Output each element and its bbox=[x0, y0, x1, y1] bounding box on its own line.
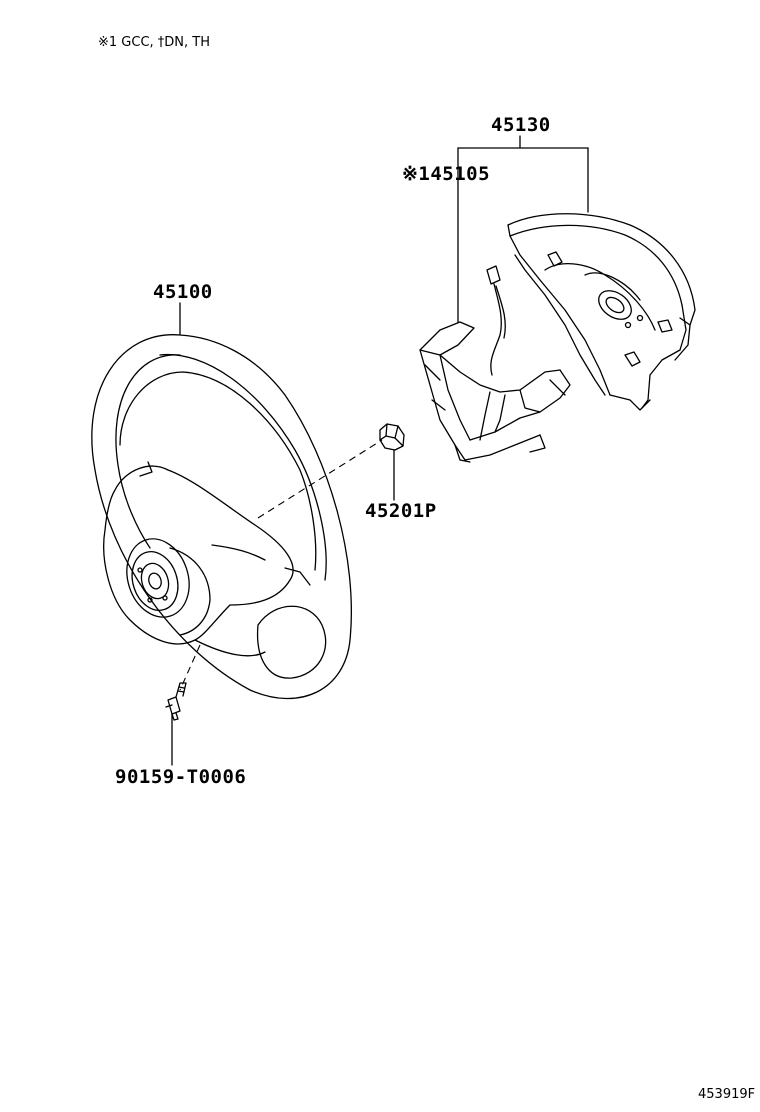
part-label-nut[interactable]: 45201P bbox=[365, 500, 437, 522]
part-label-steering-wheel[interactable]: 45100 bbox=[153, 281, 213, 303]
nut-drawing bbox=[379, 423, 405, 451]
part-label-bolt[interactable]: 90159-T0006 bbox=[115, 766, 247, 788]
applicability-note: ※1 GCC, †DN, TH bbox=[98, 35, 211, 50]
part-label-airbag-assembly[interactable]: 45130 bbox=[491, 114, 551, 136]
part-label-airbag-sub[interactable]: ※145105 bbox=[402, 163, 491, 185]
bolt-drawing bbox=[165, 682, 187, 721]
illustration-reference: 453919F bbox=[698, 1087, 756, 1102]
airbag-cover-drawing bbox=[507, 213, 696, 411]
steering-wheel-drawing bbox=[91, 334, 353, 700]
airbag-sub-drawing bbox=[419, 265, 571, 463]
